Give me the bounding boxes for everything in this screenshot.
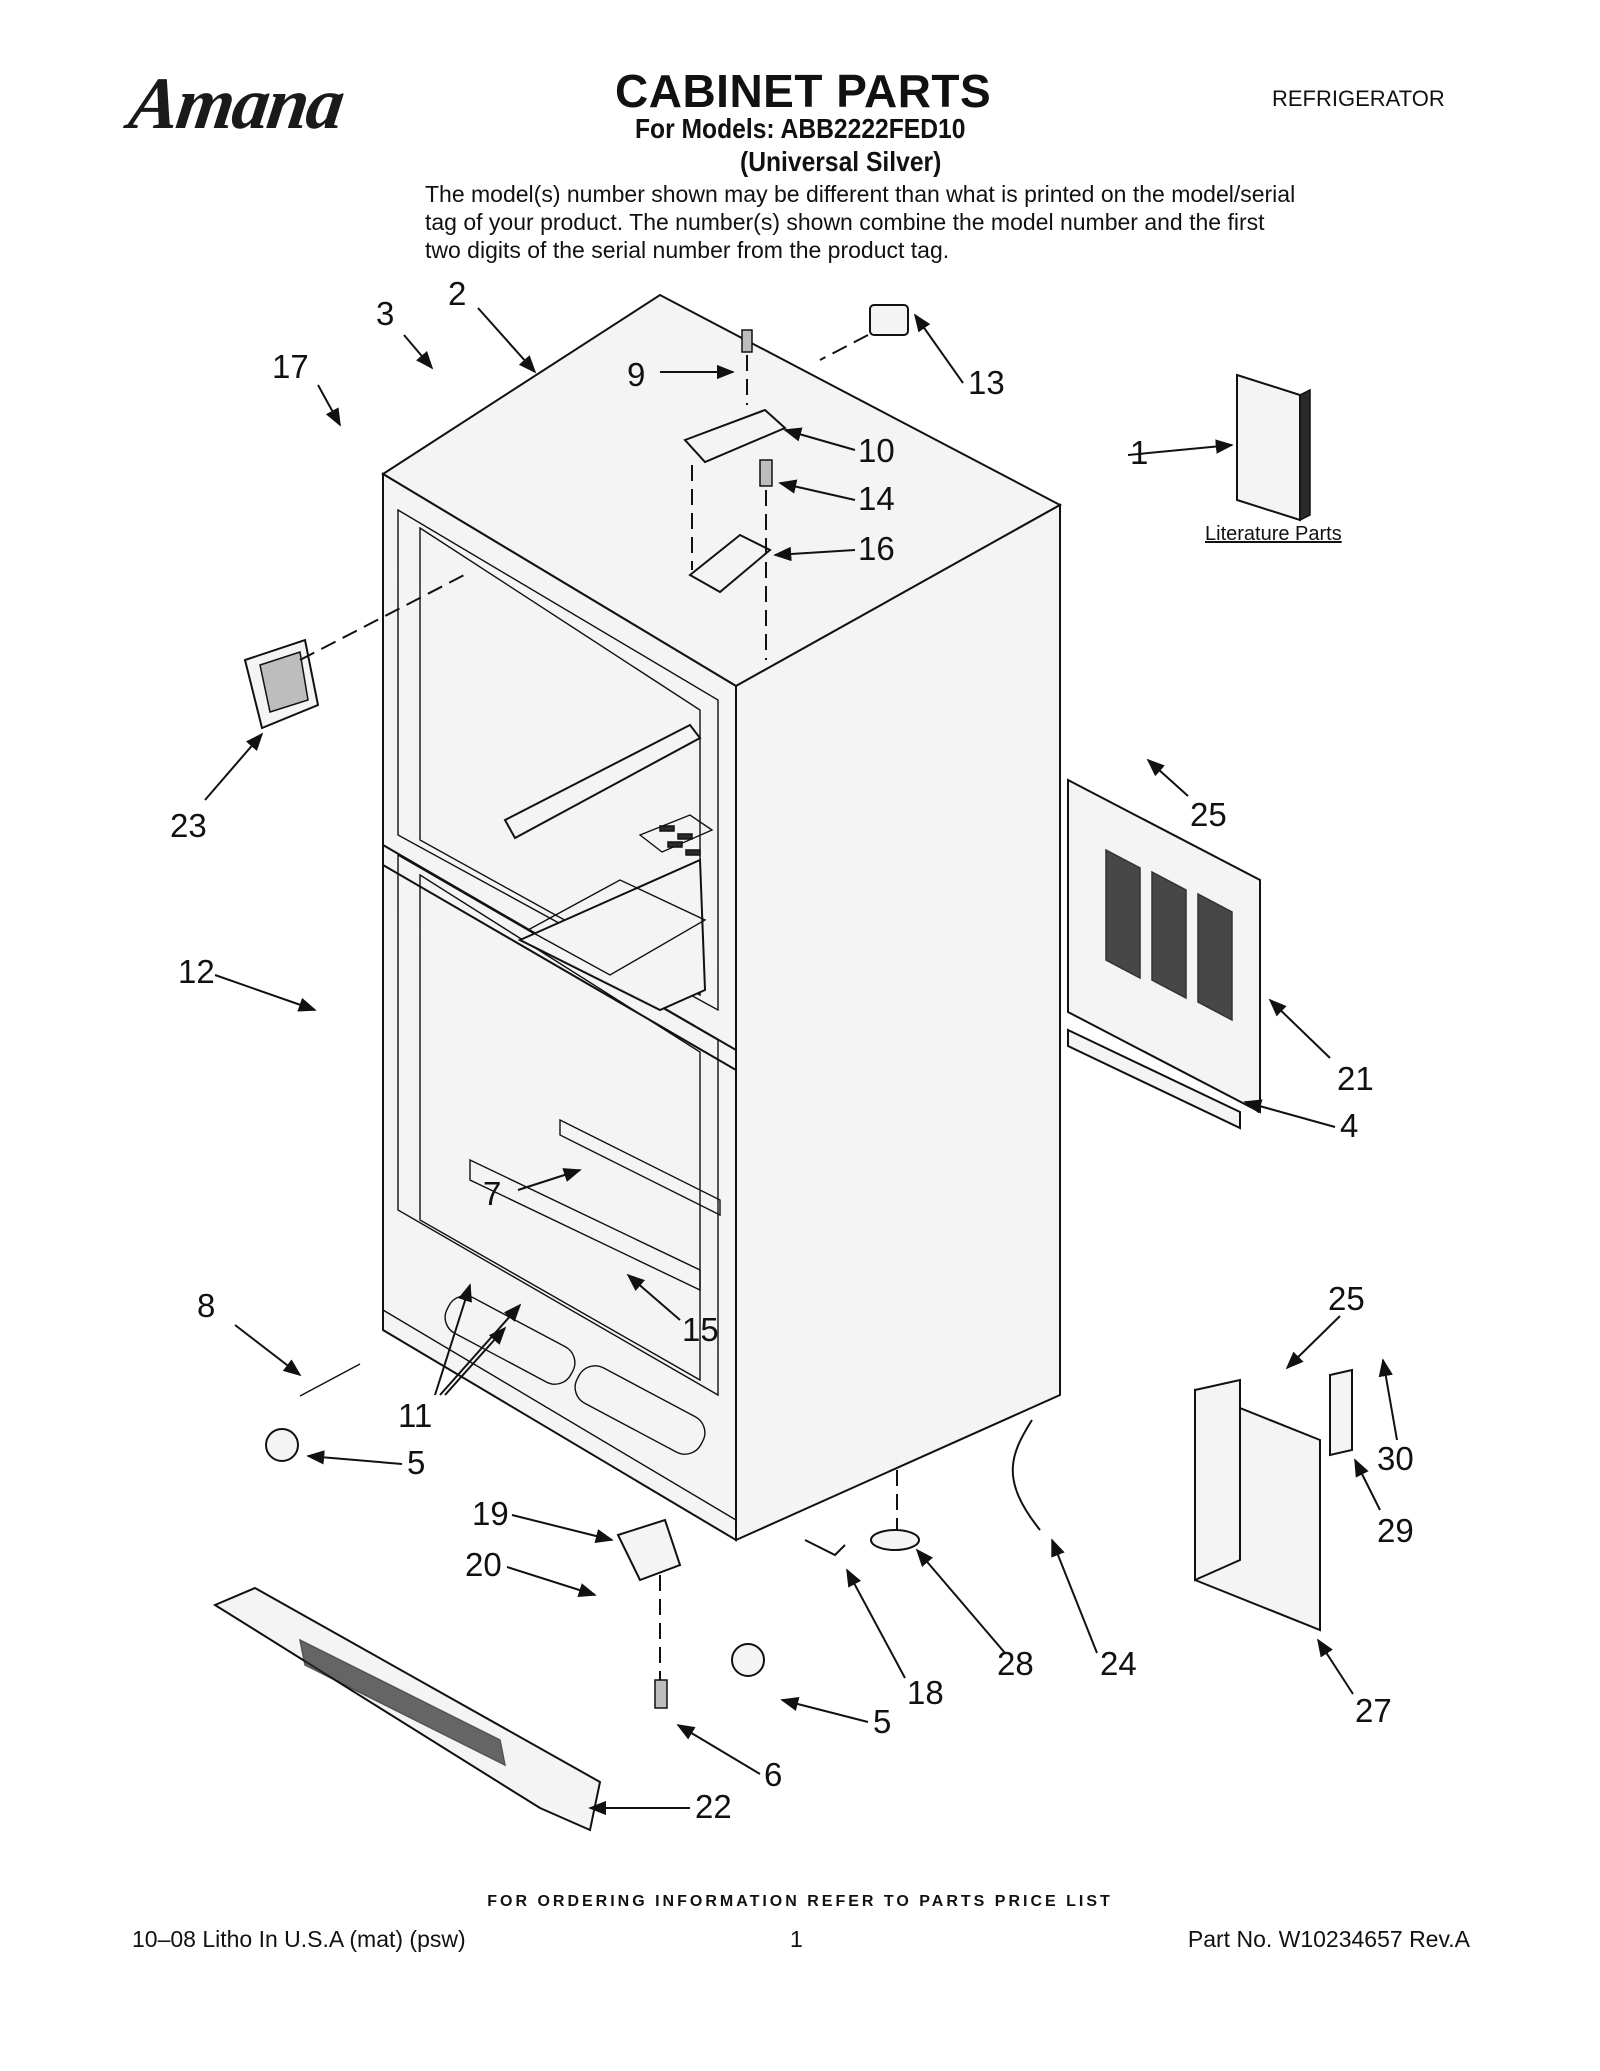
callout-6: 6 — [764, 1756, 782, 1793]
callout-22: 22 — [695, 1788, 732, 1825]
control-housing-part-23 — [243, 638, 320, 730]
callout-25-lower: 25 — [1328, 1280, 1365, 1317]
vent-slots — [659, 825, 701, 856]
callout-23: 23 — [170, 807, 207, 844]
bracket-part-29 — [1329, 1368, 1353, 1457]
callout-12: 12 — [178, 953, 215, 990]
callout-9: 9 — [627, 356, 645, 393]
callout-11: 11 — [398, 1397, 432, 1434]
refrigerator-cabinet — [381, 293, 1063, 1542]
top-hinge-assembly — [683, 329, 787, 660]
callout-14: 14 — [858, 480, 895, 517]
callout-15: 15 — [682, 1311, 719, 1348]
clip-part-18 — [804, 1539, 846, 1557]
page-title: CABINET PARTS — [615, 65, 992, 117]
callout-4: 4 — [1340, 1107, 1358, 1144]
leader-arrows — [204, 307, 1398, 1816]
callout-18: 18 — [907, 1674, 944, 1711]
part-number: Part No. W10234657 Rev.A — [1187, 1926, 1470, 1952]
callout-19: 19 — [472, 1495, 509, 1532]
rear-access-panel-part-21 — [1067, 778, 1261, 1114]
callout-10: 10 — [858, 432, 895, 469]
callout-16: 16 — [858, 530, 895, 567]
drain-tube-part-24 — [1011, 1419, 1041, 1531]
side-cover-part-27 — [1194, 1378, 1321, 1632]
page-number: 1 — [790, 1926, 803, 1952]
rear-grille-vents — [1105, 848, 1233, 1022]
callout-30: 30 — [1377, 1440, 1414, 1477]
model-variant: (Universal Silver) — [740, 146, 942, 177]
callout-29: 29 — [1377, 1512, 1414, 1549]
models-line: For Models: ABB2222FED10 — [635, 113, 966, 144]
callout-27: 27 — [1355, 1692, 1392, 1729]
callout-25-upper: 25 — [1190, 796, 1227, 833]
callout-labels: 1 2 3 4 5 5 6 7 8 9 10 11 12 13 14 15 16… — [170, 275, 1414, 1825]
label-part-13 — [869, 304, 909, 336]
callout-5-right: 5 — [873, 1703, 891, 1740]
leveling-leg-part-6 — [654, 1679, 668, 1709]
callout-8: 8 — [197, 1287, 215, 1324]
callout-1: 1 — [1130, 434, 1148, 471]
toe-grille-part-22 — [212, 1586, 602, 1832]
callout-24: 24 — [1100, 1645, 1137, 1682]
strip-part-4 — [1067, 1028, 1241, 1130]
callout-5-left: 5 — [407, 1444, 425, 1481]
roller-part-5-right — [731, 1643, 765, 1677]
literature-parts-booklet: Literature Parts — [1205, 373, 1342, 545]
callout-3: 3 — [376, 295, 394, 332]
bracket-part-19 — [616, 1518, 682, 1582]
callout-21: 21 — [1337, 1060, 1374, 1097]
callout-17: 17 — [272, 348, 309, 385]
grommet-part-28 — [870, 1529, 920, 1551]
category-label: REFRIGERATOR — [1272, 86, 1445, 111]
ordering-note: FOR ORDERING INFORMATION REFER TO PARTS … — [487, 1893, 1113, 1910]
screw-part-8 — [299, 1363, 361, 1397]
print-info: 10–08 Litho In U.S.A (mat) (psw) — [132, 1926, 466, 1952]
model-disclaimer: The model(s) number shown may be differe… — [425, 181, 1296, 263]
callout-7: 7 — [483, 1175, 501, 1212]
callout-20: 20 — [465, 1546, 502, 1583]
roller-part-5-left — [265, 1428, 299, 1462]
literature-parts-label: Literature Parts — [1205, 523, 1342, 545]
callout-13: 13 — [968, 364, 1005, 401]
callout-2: 2 — [448, 275, 466, 312]
